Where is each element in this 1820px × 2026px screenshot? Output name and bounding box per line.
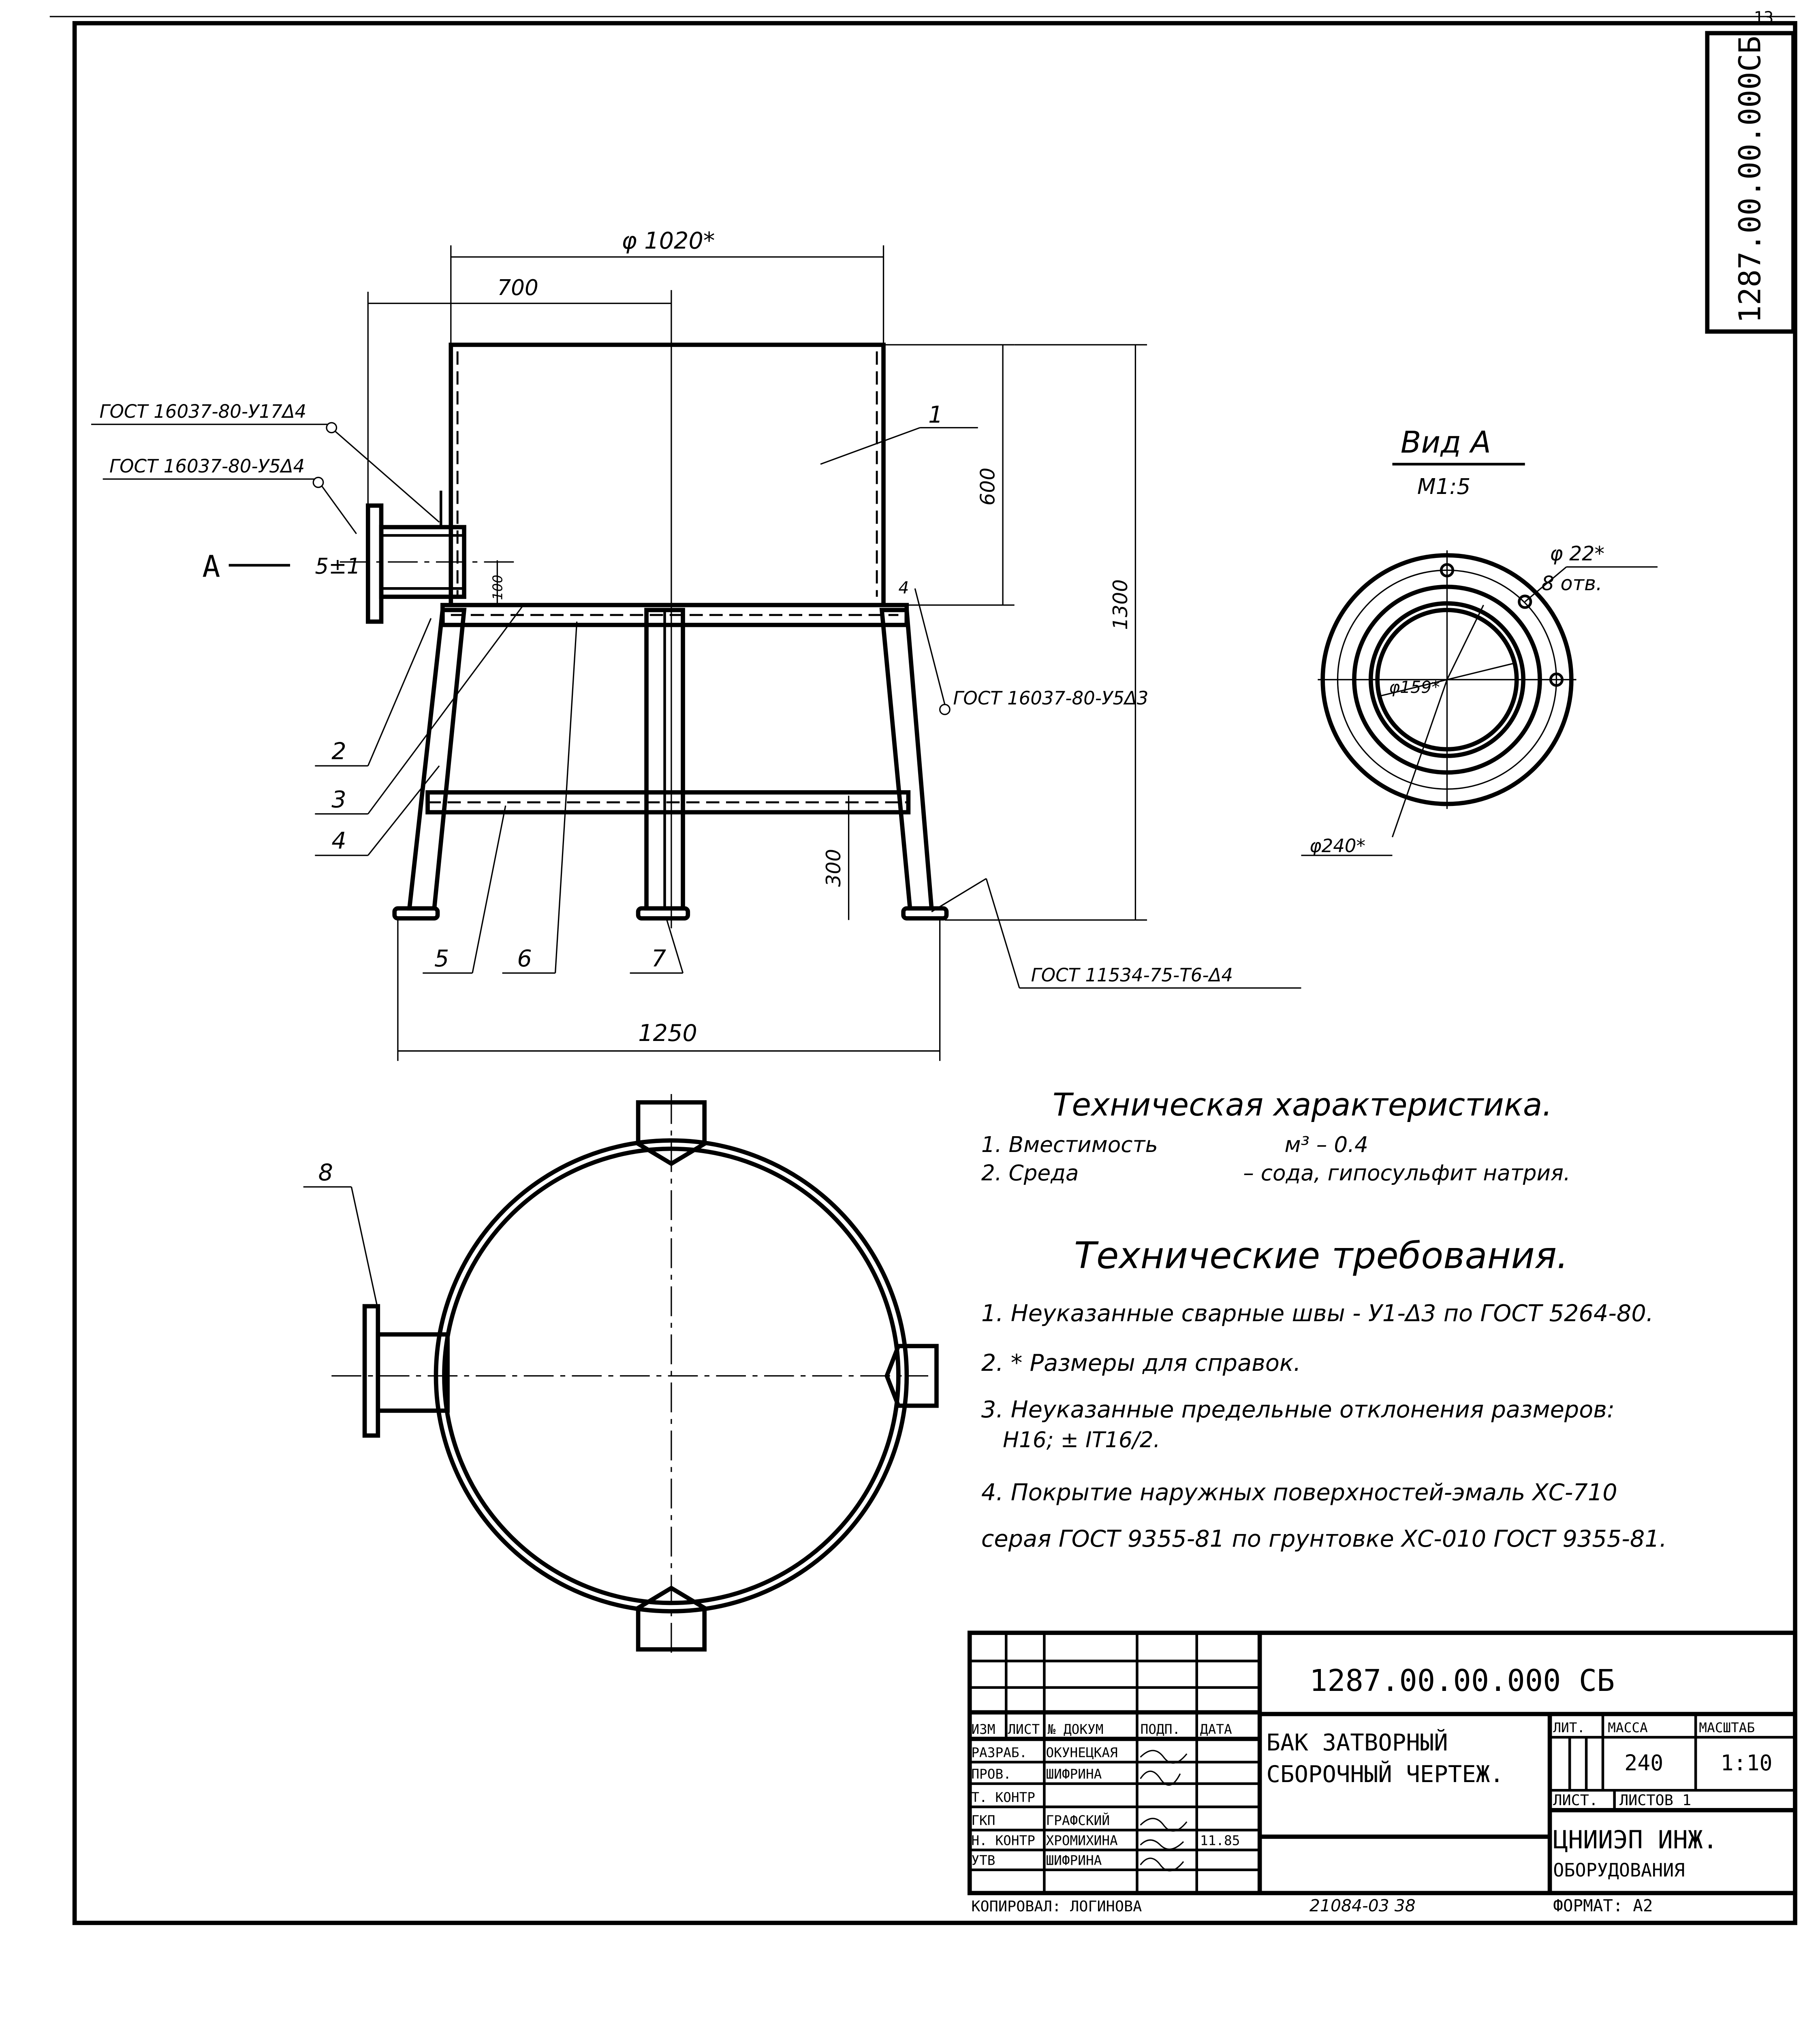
view-a-title: Вид А [1401,425,1491,460]
role: Н. КОНТР [971,1833,1035,1848]
view-a: Вид А М1:5 φ 22* 8 отв. φ159* φ240* [1301,425,1658,857]
position-8: 8 [318,1159,333,1186]
dim-100: 100 [490,575,506,600]
role: УТВ [971,1853,995,1868]
dim-600: 600 [976,468,1000,506]
organization-line2: ОБОРУДОВАНИЯ [1553,1859,1685,1881]
elevation-view: φ 1020* 700 600 1300 300 100 1250 А 5±1 [91,227,1301,1061]
requirement-item: серая ГОСТ 9355-81 по грунтовке ХС-010 Г… [981,1525,1667,1552]
requirement-item: 3. Неуказанные предельные отклонения раз… [981,1396,1615,1423]
characteristic-label: 1. Вместимость [981,1132,1158,1157]
characteristic-label: 2. Среда [981,1160,1079,1186]
title-block: 1287.00.00.000 СБ БАК ЗАТВОРНЫЙ СБОРОЧНЫ… [967,1631,1797,1915]
dim-700: 700 [497,275,538,300]
notes-area: Техническая характеристика. 1. Вместимос… [981,1087,1667,1552]
role: ПРОВ. [971,1767,1011,1782]
col-header: ЛИСТ [1008,1722,1040,1737]
tank-shell [449,342,886,607]
date: 11.85 [1200,1833,1240,1848]
dim-1250: 1250 [638,1019,697,1047]
characteristic-value: м³ – 0.4 [1285,1132,1368,1157]
inner-diameter: φ159* [1389,677,1440,697]
col-header: № ДОКУМ [1048,1722,1104,1737]
person: ШИФРИНА [1046,1853,1102,1868]
dimensions: φ 1020* 700 600 1300 300 100 1250 А 5±1 [202,227,1147,1061]
document-code: 1287.00.00.000 СБ [1309,1664,1615,1698]
position-2: 2 [331,738,346,765]
characteristic-value: – сода, гипосульфит натрия. [1243,1160,1570,1186]
requirement-item: 1. Неуказанные сварные швы - У1-Δ3 по ГО… [981,1300,1653,1327]
col-header: ДАТА [1200,1722,1232,1737]
requirements-title: Технические требования. [1074,1235,1568,1277]
requirement-item: 4. Покрытие наружных поверхностей-эмаль … [981,1479,1617,1506]
col-header: ИЗМ [971,1722,995,1737]
dim-1300: 1300 [1109,579,1132,630]
mass-label: МАССА [1608,1720,1648,1735]
role: ГКП [971,1813,995,1828]
person: ШИФРИНА [1046,1767,1102,1782]
dim-300: 300 [822,849,845,887]
holes-count: 8 отв. [1542,571,1602,595]
sheets-label: ЛИСТОВ 1 [1619,1791,1691,1809]
holes-diameter: φ 22* [1550,542,1604,565]
position-1: 1 [928,401,943,428]
organization-line1: ЦНИИЭП ИНЖ. [1553,1825,1717,1854]
position-7: 7 [652,945,666,972]
document-name: БАК ЗАТВОРНЫЙ [1267,1729,1448,1756]
role: Т. КОНТР [971,1790,1035,1805]
scale-label: МАСШТАБ [1699,1720,1755,1735]
signature-rows: РАЗРАБ. ОКУНЕЦКАЯ ПРОВ. ШИФРИНА Т. КОНТР… [971,1745,1240,1872]
weld-leg: 4 [898,578,909,598]
technical-requirements: Технические требования. 1. Неуказанные с… [981,1235,1667,1552]
weld-notes: ГОСТ 16037-80-У17Δ4 ГОСТ 16037-80-У5Δ4 Г… [91,401,1301,989]
role: РАЗРАБ. [971,1745,1027,1760]
position-3: 3 [331,786,346,813]
position-callouts: 1 2 3 4 5 6 7 [315,401,978,974]
sheet-frame: 1287.00.00.000СБ 13 [49,8,1797,1925]
technical-characteristics: Техническая характеристика. 1. Вместимос… [981,1087,1570,1186]
sheet-corner-number: 13 [1754,8,1773,27]
support-frame [392,603,949,921]
scale-value: 1:10 [1720,1750,1772,1776]
view-a-scale: М1:5 [1417,474,1470,499]
stamp-code: 1287.00.00.000СБ [1733,36,1768,323]
view-arrow-label: А [202,550,220,584]
copied-by: КОПИРОВАЛ: ЛОГИНОВА [971,1898,1142,1915]
plan-view: 8 [303,1094,939,1658]
weld-note: ГОСТ 16037-80-У5Δ4 [109,455,305,477]
col-header: ПОДП. [1141,1722,1181,1737]
person: ГРАФСКИЙ [1046,1813,1110,1828]
position-4: 4 [331,827,346,855]
gap-tolerance: 5±1 [315,554,360,579]
archive-number: 21084-03 38 [1309,1896,1416,1915]
weld-note: ГОСТ 16037-80-У17Δ4 [100,401,307,422]
nozzle-flange [340,490,514,624]
sheet-label: ЛИСТ. [1553,1791,1598,1809]
requirement-item: Н16; ± IT16/2. [1003,1427,1160,1452]
characteristics-title: Техническая характеристика. [1053,1087,1552,1123]
signatures [1140,1750,1188,1872]
outer-diameter: φ240* [1309,835,1365,857]
person: ОКУНЕЦКАЯ [1046,1745,1117,1760]
lit-label: ЛИТ. [1553,1720,1585,1735]
position-6: 6 [517,945,532,972]
document-type: СБОРОЧНЫЙ ЧЕРТЕЖ. [1267,1760,1504,1788]
drawing-sheet: 1287.00.00.000СБ 13 [49,8,1797,1925]
format: ФОРМАТ: А2 [1553,1896,1653,1915]
mass-value: 240 [1624,1750,1663,1776]
weld-note: ГОСТ 11534-75-Т6-Δ4 [1031,964,1233,986]
person: ХРОМИХИНА [1046,1833,1118,1848]
position-5: 5 [434,945,449,972]
weld-note: ГОСТ 16037-80-У5Δ3 [953,688,1148,709]
dim-diameter-1020: φ 1020* [622,227,715,254]
requirement-item: 2. * Размеры для справок. [981,1349,1301,1376]
